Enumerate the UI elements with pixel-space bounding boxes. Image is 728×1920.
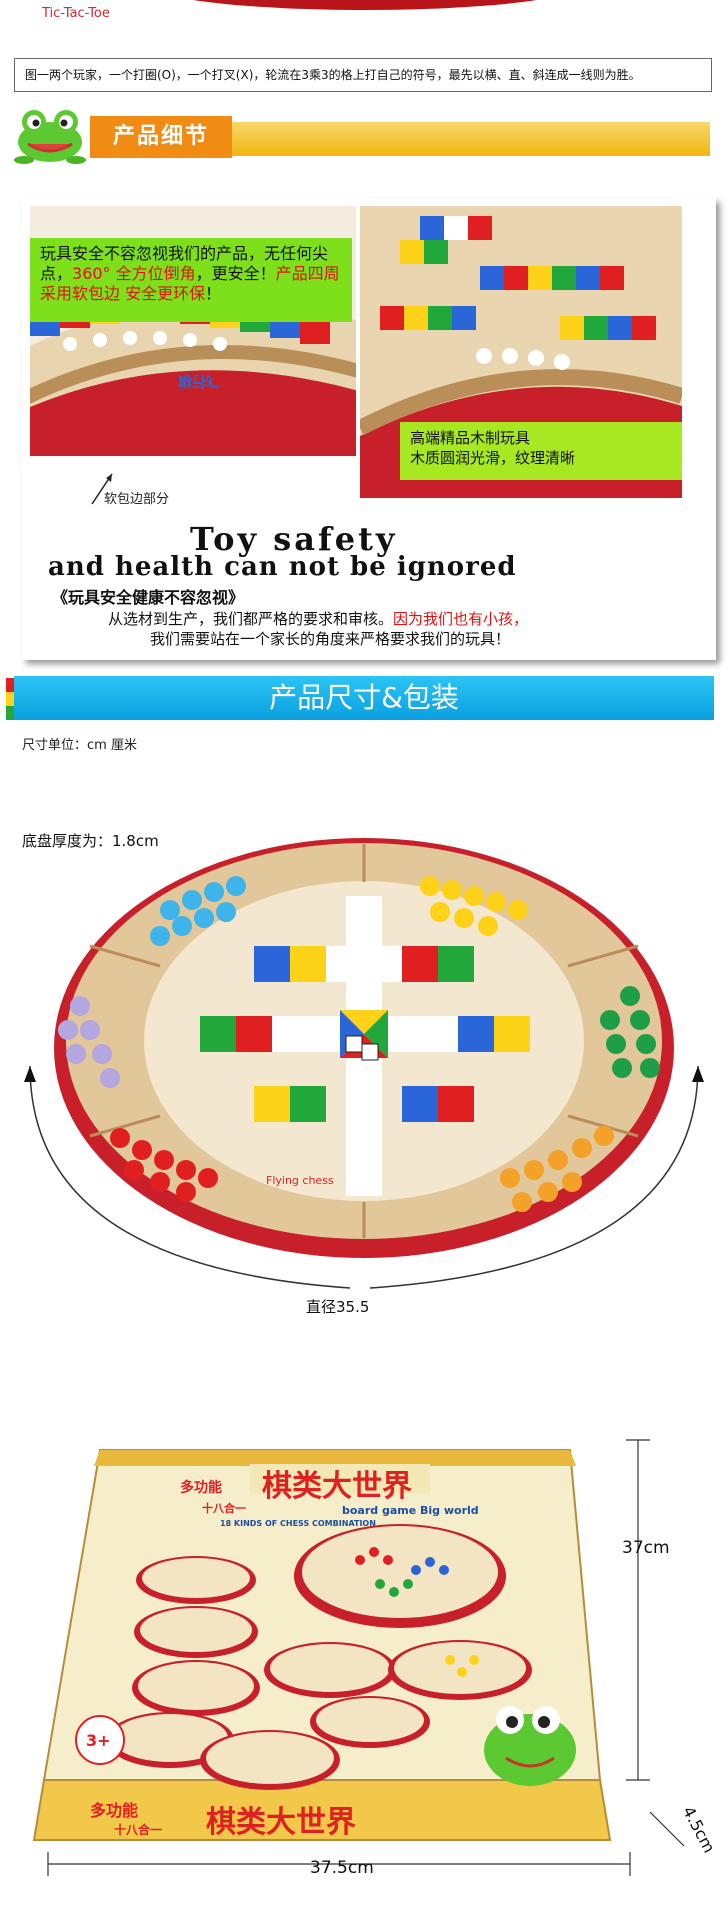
details-header: 产品细节 (90, 116, 232, 158)
box-subtitle-en: 18 KINDS OF CHESS COMBINATION (220, 1519, 376, 1528)
age-label: 3+ (86, 1731, 111, 1750)
toy-safety-subheading: and health can not be ignored (48, 552, 517, 582)
dice-icon (345, 1035, 363, 1053)
box-multi: 多功能 (180, 1479, 222, 1496)
box-bottom-eighteen: 十八合一 (114, 1822, 162, 1837)
arrow-left-icon (24, 1066, 36, 1082)
toy-safety-cn-title: 《玩具安全健康不容忽视》 (52, 588, 245, 607)
green-square-icon (6, 706, 16, 720)
box-front (32, 1779, 612, 1841)
rule-text: 图一两个玩家，一个打圈(O)，一个打叉(X)，轮流在3乘3的格上打自己的符号，最… (14, 58, 712, 92)
board-label: Flying chess (266, 1174, 334, 1187)
size-header: 产品尺寸&包装 (14, 676, 714, 720)
frog-mascot-icon (14, 110, 86, 164)
toy-safety-line-2: 我们需要站在一个家长的角度来严格要求我们的玩具！ (150, 630, 511, 648)
box-bottom-multi: 多功能 (90, 1801, 138, 1820)
box-frog-icon (484, 1706, 576, 1786)
toy-safety-line-1a: 从选材到生产，我们都严格的要求和审核。 (108, 610, 394, 628)
soft-edge-text: 产品四周采用软包边 安全更环保 (40, 264, 340, 303)
safety-text: 玩具安全不容忽视我们的产品，无任何尖点， (40, 244, 329, 283)
tic-tac-toe-title: Tic-Tac-Toe (42, 6, 110, 21)
box-title-cn: 棋类大世界 (262, 1469, 412, 1504)
base-thickness: 底盘厚度为：1.8cm (22, 832, 159, 850)
safety-callout: 玩具安全不容忽视我们的产品，无任何尖点，360° 全方位倒角，更安全！产品四周采… (30, 238, 352, 322)
top-board-arc (150, 0, 580, 10)
board-sign: 飞行棋 (178, 372, 220, 389)
red-square-icon (6, 678, 16, 692)
box-height: 37cm (622, 1538, 670, 1558)
wood-quality-callout: 高端精品木制玩具 木质圆润光滑，纹理清晰 (400, 422, 682, 480)
yellow-square-icon (6, 692, 16, 706)
board-diameter: 直径35.5 (306, 1298, 370, 1316)
exclaim-text: ！ (205, 284, 222, 303)
age-badge (75, 1715, 125, 1765)
box-title-en: board game Big world (342, 1504, 479, 1517)
box-bottom-title: 棋类大世界 (206, 1805, 356, 1840)
size-unit: 尺寸单位：cm 厘米 (22, 738, 137, 753)
diameter-arc-right (369, 1065, 699, 1289)
arrow-right-icon (692, 1066, 704, 1082)
toy-safety-line-1b: 因为我们也有小孩， (393, 610, 529, 628)
chamfer-text: 360° 全方位倒角 (72, 264, 196, 283)
wood-quality-line-2: 木质圆润光滑，纹理清晰 (410, 449, 576, 467)
wood-quality-line-1: 高端精品木制玩具 (410, 429, 531, 447)
safer-text: ，更安全！ (195, 264, 276, 283)
packaging-box: 多功能 棋类大世界 十八合一 board game Big world 18 K… (32, 1439, 685, 1876)
box-width: 37.5cm (310, 1858, 374, 1878)
pointer-arrow-icon (91, 473, 113, 505)
toy-safety-line-1: 从选材到生产，我们都严格的要求和审核。因为我们也有小孩， (108, 608, 528, 629)
flying-chess-board: Flying chess (24, 838, 704, 1289)
soft-edge-label: 软包边部分 (104, 492, 170, 507)
toy-safety-heading: Toy safety (190, 520, 398, 558)
diameter-arc-left (29, 1065, 351, 1289)
box-eighteen: 十八合一 (202, 1501, 246, 1515)
